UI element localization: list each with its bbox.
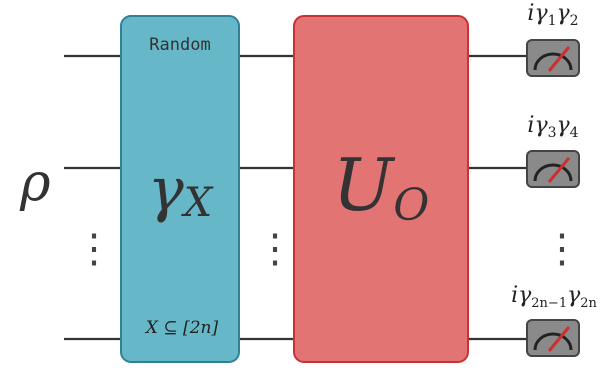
- random-block-constraint: X ⊆ [2n]: [144, 318, 219, 338]
- unitary-block: UO: [293, 15, 469, 363]
- meter-icon-3: [526, 319, 580, 357]
- unitary-block-operator: UO: [333, 143, 430, 231]
- unitary-block-box: [293, 15, 469, 363]
- measurement-label-3: iγ2n−1γ2n: [511, 283, 597, 311]
- random-block-operator: γX: [148, 155, 214, 226]
- meter-icon-1: [526, 39, 580, 77]
- wire-ellipsis-right: ⋮: [542, 226, 582, 272]
- measurement-label-2: iγ3γ4: [527, 113, 578, 141]
- random-operator-base: γ: [148, 155, 184, 225]
- random-gamma-block: Random γX X ⊆ [2n]: [120, 15, 240, 363]
- random-block-header: Random: [149, 35, 210, 55]
- wire-ellipsis-middle: ⋮: [255, 226, 295, 272]
- random-operator-sub: X: [181, 180, 214, 226]
- input-state-rho: ρ: [19, 153, 51, 213]
- random-block-box: [120, 15, 240, 363]
- wire-ellipsis-left: ⋮: [74, 226, 114, 272]
- unitary-operator-sub: O: [393, 180, 429, 231]
- measurement-label-1: iγ1γ2: [527, 1, 578, 29]
- unitary-operator-base: U: [333, 143, 396, 227]
- meter-icon-2: [526, 150, 580, 188]
